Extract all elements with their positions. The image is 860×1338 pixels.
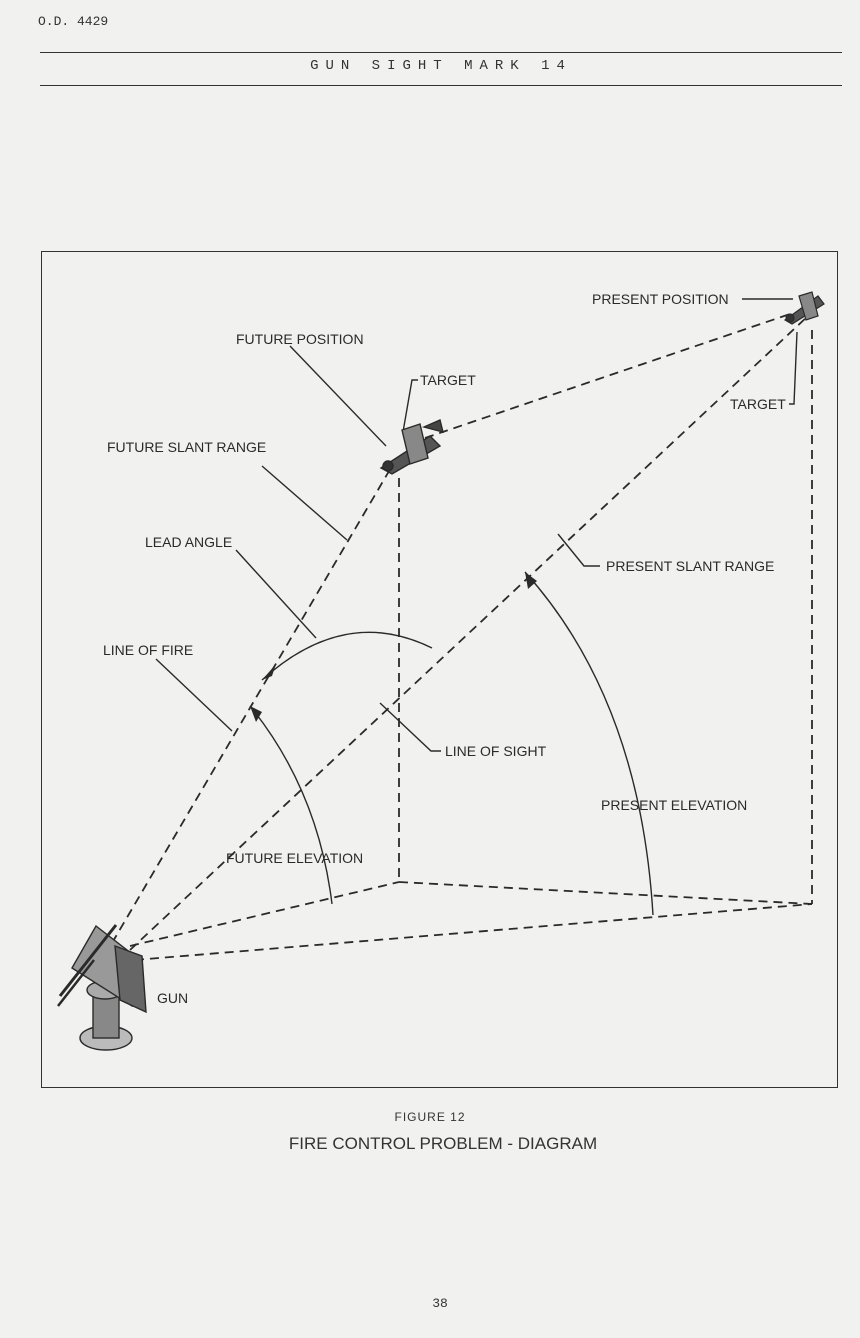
future-slant-range-leader <box>261 465 348 541</box>
page-number: 38 <box>432 1296 448 1311</box>
future-elevation-arc <box>249 705 333 905</box>
header-rule-top <box>40 52 842 53</box>
target-future-leader <box>402 379 418 433</box>
target-present-leader <box>789 331 798 405</box>
document-number: O.D. 4429 <box>38 14 109 29</box>
lead-angle-arc <box>261 631 433 681</box>
lead-angle-leader <box>235 549 317 639</box>
present-target-aircraft-icon <box>783 291 825 325</box>
figure-caption: FIRE CONTROL PROBLEM - DIAGRAM <box>288 1134 598 1153</box>
document-title: GUN SIGHT MARK 14 <box>310 58 572 74</box>
line-of-sight-label: LINE OF SIGHT <box>445 743 547 759</box>
present-elevation-arrowhead <box>525 572 537 589</box>
present-slant-range-leader <box>557 533 600 567</box>
target-future-label: TARGET <box>420 372 476 388</box>
present-elevation-label: PRESENT ELEVATION <box>601 797 747 813</box>
present-elevation-arc <box>524 571 654 916</box>
target-path <box>424 313 791 439</box>
future-elevation-label: FUTURE ELEVATION <box>226 850 363 866</box>
header-rule-bottom <box>40 85 842 86</box>
present-position-label: PRESENT POSITION <box>592 291 729 307</box>
line-of-fire-label: LINE OF FIRE <box>103 642 193 658</box>
future-elevation-arrowhead <box>250 706 262 722</box>
lead-angle-label: LEAD ANGLE <box>145 534 232 550</box>
target-present-label: TARGET <box>730 396 786 412</box>
ground-cross-line <box>398 881 813 905</box>
future-slant-range-label: FUTURE SLANT RANGE <box>107 439 266 455</box>
lead-angle-arrowhead <box>262 664 276 680</box>
future-position-leader <box>289 345 387 447</box>
future-target-aircraft-icon <box>379 419 444 475</box>
gun-label: GUN <box>157 990 188 1006</box>
line-of-sight-leader <box>379 702 441 752</box>
present-ground-line <box>134 903 813 961</box>
present-slant-range-label: PRESENT SLANT RANGE <box>606 558 774 574</box>
figure-frame <box>41 251 838 1088</box>
figure-number: FIGURE 12 <box>394 1110 466 1124</box>
future-ground-line <box>129 881 400 947</box>
line-of-sight <box>129 315 809 951</box>
line-of-fire-leader <box>155 658 233 732</box>
line-of-fire <box>111 465 393 944</box>
future-position-label: FUTURE POSITION <box>236 331 364 347</box>
gun-mount-icon <box>57 924 147 1051</box>
